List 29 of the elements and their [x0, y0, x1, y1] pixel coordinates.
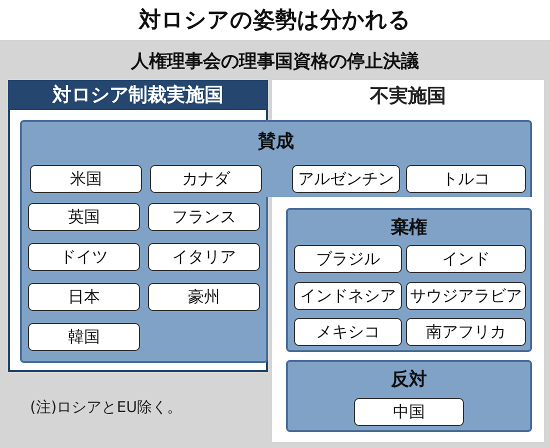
country-box: 中国: [354, 398, 464, 426]
country-box: フランス: [148, 203, 260, 231]
country-box: イタリア: [148, 243, 260, 271]
country-box: メキシコ: [294, 318, 402, 346]
country-box: 日本: [28, 283, 140, 311]
country-box: トルコ: [406, 165, 526, 193]
country-box: サウジアラビア: [406, 282, 526, 310]
country-box: 英国: [28, 203, 140, 231]
group-heading: 棄権: [390, 216, 428, 240]
title: 対ロシアの姿勢は分かれる: [138, 6, 412, 35]
country-box: ブラジル: [294, 245, 402, 273]
country-box: 豪州: [148, 283, 260, 311]
note: (注)ロシアとEU除く。: [30, 397, 182, 418]
country-box: 米国: [30, 165, 142, 193]
country-box: アルゼンチン: [292, 165, 400, 193]
group-heading: 反対: [390, 368, 428, 392]
panel-heading: 対ロシア制裁実施国: [8, 80, 268, 110]
vote-group: [20, 120, 532, 197]
panel-heading: 不実施国: [272, 82, 544, 116]
country-box: インドネシア: [294, 282, 402, 310]
country-box: カナダ: [150, 165, 262, 193]
country-box: インド: [406, 245, 526, 273]
group-heading: 賛成: [257, 130, 295, 154]
country-box: ドイツ: [28, 243, 140, 271]
country-box: 南アフリカ: [406, 318, 526, 346]
vote-group: [286, 208, 532, 352]
subtitle: 人権理事会の理事国資格の停止決議: [130, 50, 420, 74]
vote-group: [286, 360, 532, 432]
country-box: 韓国: [28, 323, 140, 351]
